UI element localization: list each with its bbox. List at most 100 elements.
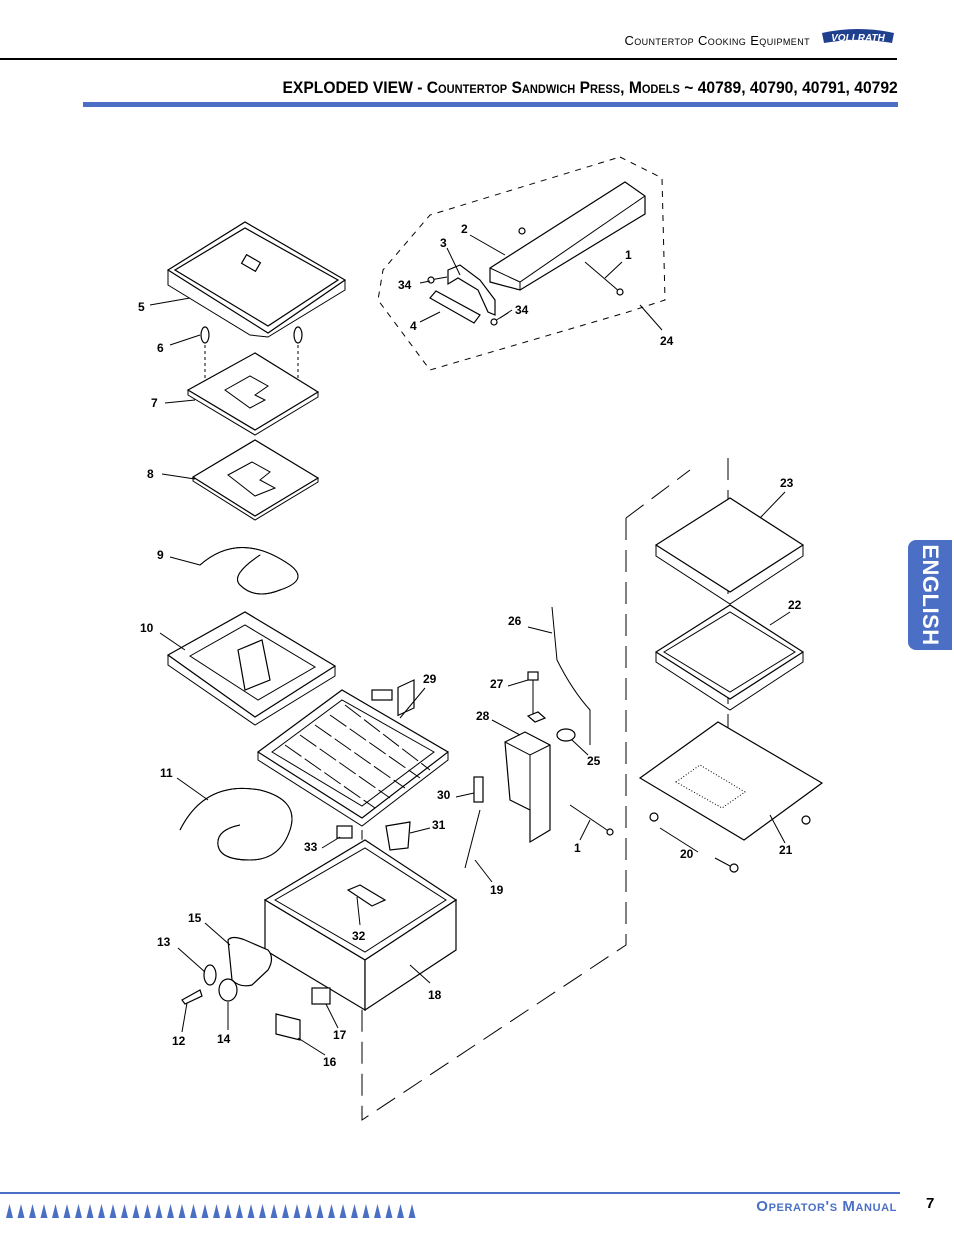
footer-triangle xyxy=(328,1204,335,1218)
spring-clips xyxy=(200,326,303,385)
footer-triangle xyxy=(293,1204,301,1218)
callout-4: 4 xyxy=(410,319,417,333)
drip-tray xyxy=(654,604,805,711)
hinge-clamp xyxy=(556,728,576,742)
handle-bar xyxy=(489,181,646,291)
callout-19: 19 xyxy=(490,883,504,897)
knob-washer xyxy=(203,964,217,986)
callout-7: 7 xyxy=(151,396,158,410)
header-rule xyxy=(0,58,897,60)
spring xyxy=(473,776,484,803)
footer-triangle xyxy=(201,1204,209,1218)
callout-11: 11 xyxy=(160,766,173,780)
title-sub: Countertop Sandwich Press, Models xyxy=(427,78,681,97)
callout-34: 34 xyxy=(515,303,529,317)
footer-triangle xyxy=(17,1204,25,1218)
footer-triangle xyxy=(132,1204,140,1218)
callout-13: 13 xyxy=(157,935,171,949)
lower-heating-element xyxy=(179,787,293,861)
callout-20: 20 xyxy=(680,847,694,861)
grill-plate xyxy=(256,689,450,827)
footer-triangle xyxy=(121,1204,128,1218)
footer-rule xyxy=(0,1192,900,1194)
language-tab[interactable]: ENGLISH xyxy=(908,540,952,650)
callout-24: 24 xyxy=(660,334,674,348)
callout-27: 27 xyxy=(490,677,504,691)
handle-assembly-outline xyxy=(377,156,666,371)
upper-platen xyxy=(166,611,337,726)
base-housing xyxy=(263,679,458,1012)
title-rule xyxy=(83,102,898,107)
footer-triangle xyxy=(374,1204,381,1218)
callout-15: 15 xyxy=(188,911,202,925)
callout-26: 26 xyxy=(508,614,522,628)
feet xyxy=(649,812,811,873)
callout-25: 25 xyxy=(587,754,601,768)
callout-21: 21 xyxy=(779,843,793,857)
footer-triangle xyxy=(155,1204,163,1218)
bolt xyxy=(527,671,539,715)
cup xyxy=(385,821,411,851)
footer-triangle xyxy=(408,1204,416,1218)
callout-17: 17 xyxy=(333,1028,347,1042)
footer-triangle xyxy=(213,1204,220,1218)
drip-tray-cover xyxy=(654,497,805,605)
callout-6: 6 xyxy=(157,341,164,355)
base-assembly-outline xyxy=(361,458,729,1121)
page-title: EXPLODED VIEW - Countertop Sandwich Pres… xyxy=(283,78,898,98)
rod xyxy=(551,606,591,745)
footer-triangle xyxy=(167,1204,174,1218)
footer-triangle xyxy=(63,1204,71,1218)
leader-lines xyxy=(149,234,791,1056)
callout-9: 9 xyxy=(157,548,164,562)
title-main: EXPLODED VIEW - xyxy=(282,78,428,97)
footer-triangle xyxy=(29,1204,36,1218)
knob-screw xyxy=(181,989,203,1005)
callout-23: 23 xyxy=(780,476,794,490)
footer-triangle xyxy=(282,1204,289,1218)
hinge-bracket xyxy=(504,731,551,844)
callout-32: 32 xyxy=(352,929,366,943)
insulation-plate xyxy=(191,439,320,521)
top-cover xyxy=(166,221,347,338)
upper-heating-element xyxy=(199,547,299,595)
footer-triangle xyxy=(236,1204,243,1218)
footer-triangle xyxy=(305,1204,312,1218)
callout-10: 10 xyxy=(140,621,154,635)
title-models: ~ 40789, 40790, 40791, 40792 xyxy=(680,78,898,97)
callout-30: 30 xyxy=(437,788,451,802)
page-number: 7 xyxy=(926,1195,935,1212)
footer-triangle xyxy=(397,1204,404,1218)
callout-16: 16 xyxy=(323,1055,337,1069)
footer-triangle xyxy=(270,1204,278,1218)
spring-link xyxy=(464,809,481,869)
footer-triangle xyxy=(109,1204,117,1218)
callout-31: 31 xyxy=(432,818,446,832)
callout-5: 5 xyxy=(138,300,145,314)
control-panel xyxy=(227,936,273,987)
callout-18: 18 xyxy=(428,988,442,1002)
washer xyxy=(526,711,547,723)
footer-triangle xyxy=(259,1204,266,1218)
footer-triangle xyxy=(224,1204,232,1218)
thermostat-knob xyxy=(218,978,238,1002)
hinge-pin xyxy=(569,804,614,836)
callout-22: 22 xyxy=(788,598,802,612)
callout-1: 1 xyxy=(574,841,581,855)
callout-34: 34 xyxy=(398,278,412,292)
callout-33: 33 xyxy=(304,840,318,854)
footer-triangle xyxy=(385,1204,393,1218)
footer-triangle xyxy=(190,1204,197,1218)
footer-triangle xyxy=(178,1204,186,1218)
footer-triangle xyxy=(75,1204,82,1218)
handle-bracket xyxy=(447,264,496,316)
footer-triangle xyxy=(40,1204,48,1218)
label-plate xyxy=(275,1013,301,1041)
footer-triangle xyxy=(98,1204,105,1218)
upper-plate xyxy=(186,352,320,436)
footer-triangle xyxy=(86,1204,94,1218)
bottom-plate xyxy=(638,721,824,841)
callout-3: 3 xyxy=(440,236,447,250)
handle-pin xyxy=(584,261,624,296)
callout-28: 28 xyxy=(476,709,490,723)
